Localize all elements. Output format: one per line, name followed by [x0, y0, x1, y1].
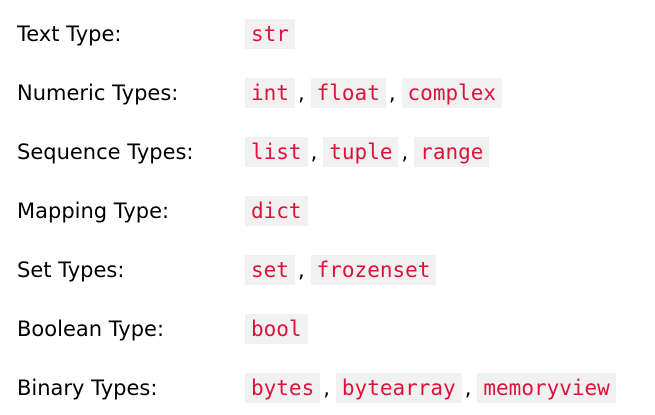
type-list: str — [245, 19, 295, 49]
type-code-list: list — [245, 137, 308, 167]
row-numeric-types: Numeric Types: int , float , complex — [0, 76, 655, 110]
row-set-types: Set Types: set , frozenset — [0, 253, 655, 287]
row-label: Binary Types: — [17, 376, 158, 400]
type-code-str: str — [245, 19, 295, 49]
type-code-tuple: tuple — [323, 137, 399, 167]
separator: , — [388, 81, 396, 105]
row-sequence-types: Sequence Types: list , tuple , range — [0, 135, 655, 169]
row-label: Sequence Types: — [17, 140, 194, 164]
row-label: Boolean Type: — [17, 317, 165, 341]
type-code-frozenset: frozenset — [310, 255, 437, 285]
type-code-complex: complex — [401, 78, 503, 108]
row-binary-types: Binary Types: bytes , bytearray , memory… — [0, 371, 655, 405]
type-list: set , frozenset — [245, 255, 437, 285]
type-code-bytes: bytes — [245, 373, 321, 403]
type-list: bool — [245, 314, 308, 344]
row-text-type: Text Type: str — [0, 17, 655, 51]
type-code-bytearray: bytearray — [335, 373, 462, 403]
separator: , — [297, 258, 305, 282]
type-code-int: int — [245, 78, 295, 108]
separator: , — [297, 81, 305, 105]
row-label: Mapping Type: — [17, 199, 170, 223]
type-code-float: float — [310, 78, 386, 108]
separator: , — [464, 376, 472, 400]
row-label: Set Types: — [17, 258, 125, 282]
row-label: Numeric Types: — [17, 81, 179, 105]
row-label: Text Type: — [17, 22, 122, 46]
type-list: int , float , complex — [245, 78, 503, 108]
separator: , — [323, 376, 330, 400]
type-code-set: set — [245, 255, 295, 285]
row-boolean-type: Boolean Type: bool — [0, 312, 655, 346]
type-list: bytes , bytearray , memoryview — [245, 373, 616, 403]
row-mapping-type: Mapping Type: dict — [0, 194, 655, 228]
type-code-range: range — [414, 137, 490, 167]
type-list: dict — [245, 196, 308, 226]
type-code-dict: dict — [245, 196, 308, 226]
type-code-bool: bool — [245, 314, 308, 344]
type-list: list , tuple , range — [245, 137, 490, 167]
separator: , — [310, 140, 318, 164]
type-code-memoryview: memoryview — [477, 373, 616, 403]
separator: , — [401, 140, 409, 164]
